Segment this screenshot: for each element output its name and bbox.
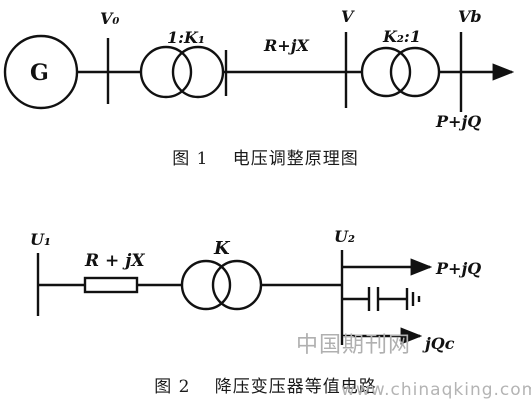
label-t1-ratio: 1:K₁ [167, 28, 205, 47]
label-load: P+jQ [435, 112, 481, 131]
t1-winding-right [171, 45, 225, 99]
figure1-diagram [3, 32, 515, 112]
figure1-caption: 图 1 电压调整原理图 [172, 149, 359, 169]
watermark-cn: 中国期刊网 [296, 333, 412, 358]
label-load2: P+jQ [435, 259, 481, 278]
label-u2: U₂ [334, 227, 355, 246]
figure1-labels: G V₀ 1:K₁ R+jX V K₂:1 Vb P+jQ [30, 7, 482, 131]
t2-winding-left [360, 46, 412, 98]
transformer-winding-left [180, 259, 232, 311]
t2-winding-right [389, 46, 441, 98]
label-t2-ratio: K₂:1 [382, 27, 421, 46]
impedance-resistor [83, 276, 139, 294]
label-line-impedance: R+jX [263, 36, 309, 55]
label-transformer: K [213, 238, 231, 259]
figure2-labels: U₁ R + jX K U₂ P+jQ jQc [30, 227, 481, 353]
label-u1: U₁ [30, 230, 51, 249]
watermark-url: www.chinaqking.com [341, 380, 531, 400]
figure2-caption: 图 2 降压变压器等值电路 [154, 377, 377, 397]
t1-winding-left [139, 45, 193, 99]
label-v: V [341, 7, 355, 26]
label-vb: Vb [458, 7, 482, 26]
figure2-diagram [36, 250, 433, 345]
label-v0: V₀ [100, 9, 119, 28]
generator-label: G [30, 60, 49, 86]
transformer-winding-right [211, 259, 263, 311]
label-impedance: R + jX [84, 251, 145, 271]
label-reactive: jQc [422, 334, 455, 353]
